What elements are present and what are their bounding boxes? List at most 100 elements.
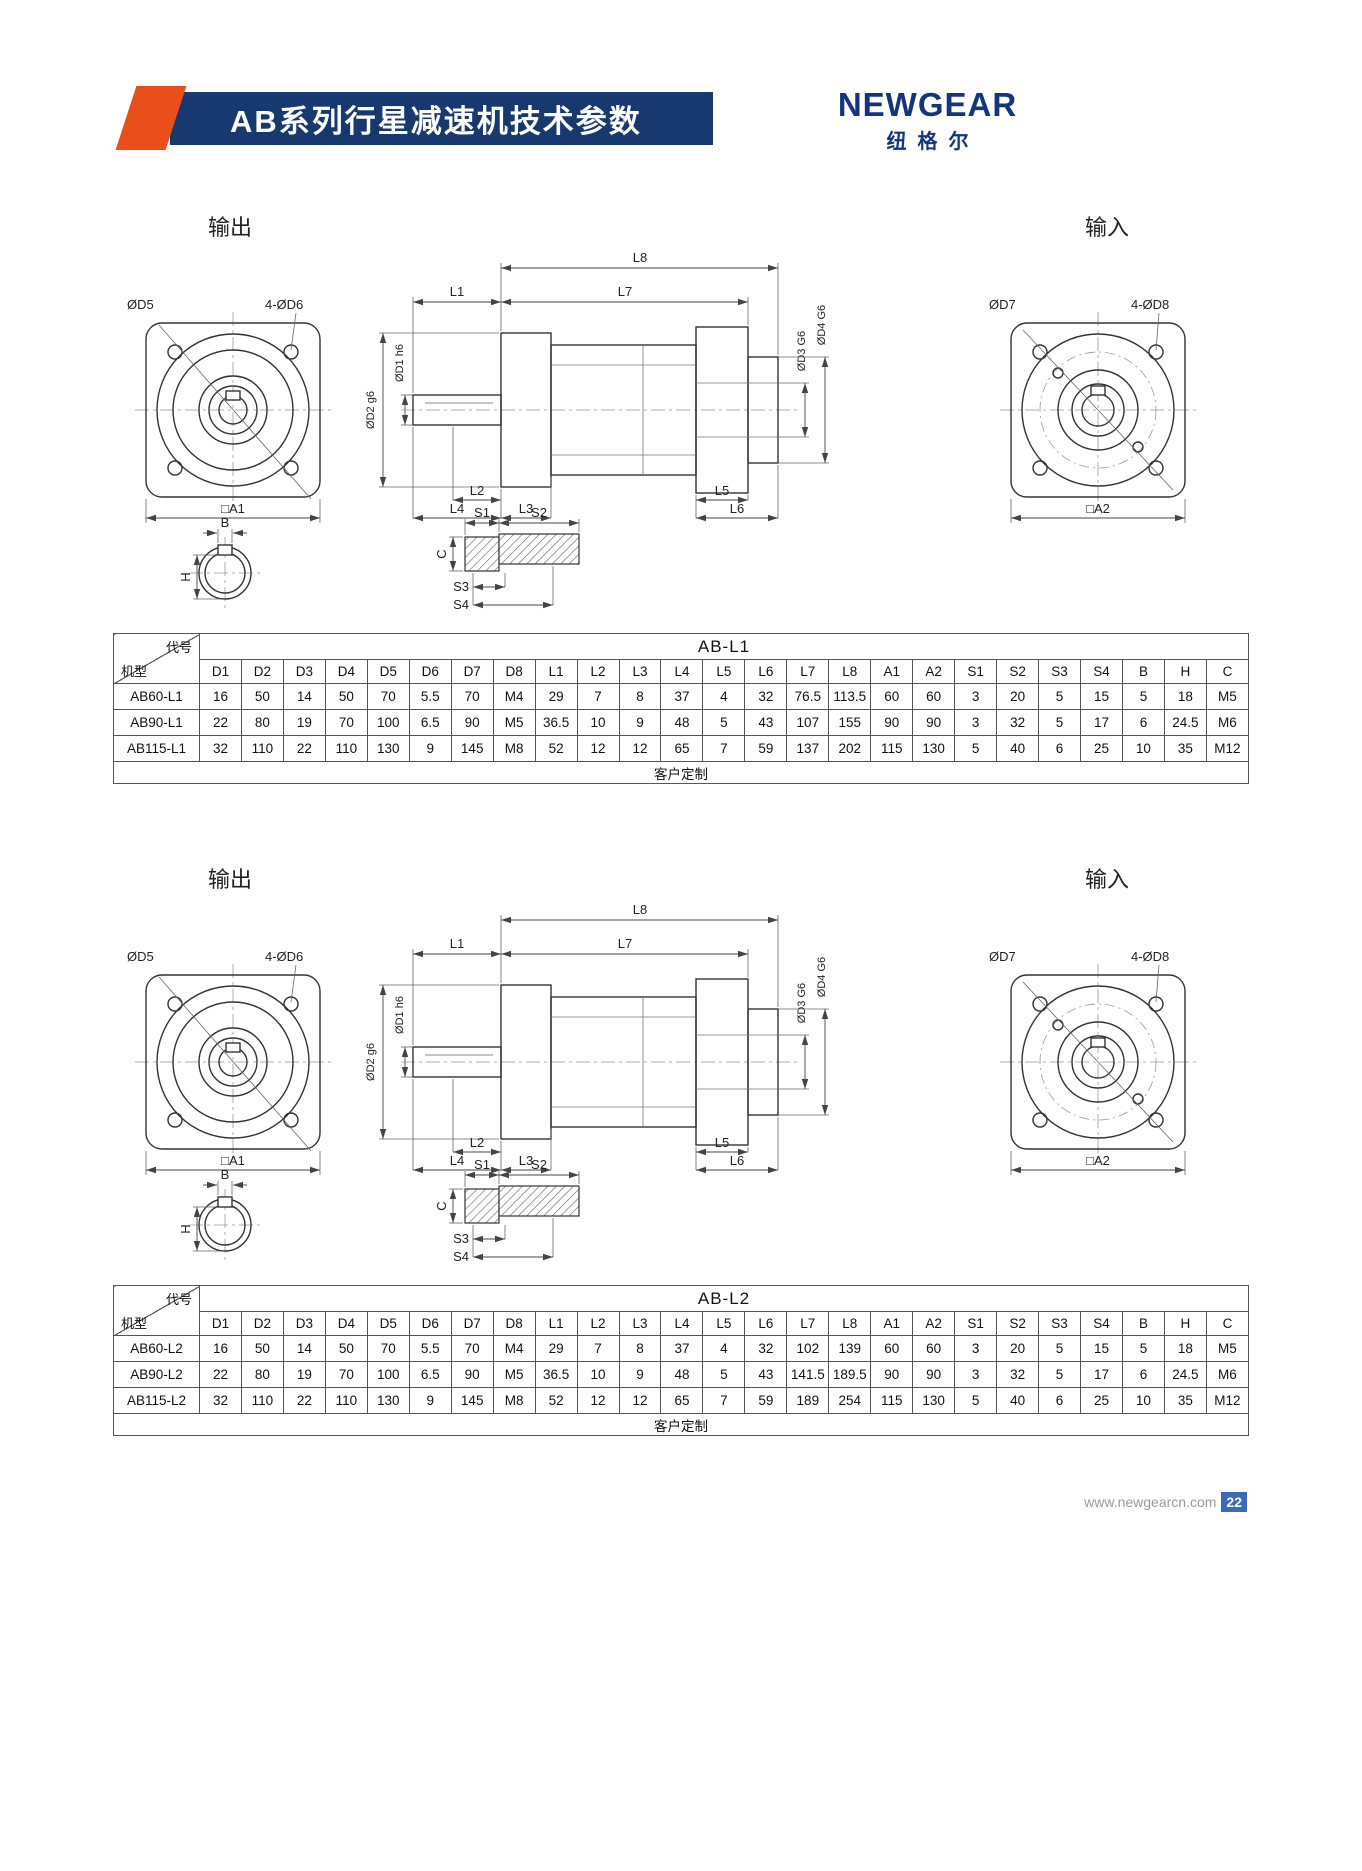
value-cell: M5 bbox=[1205, 683, 1250, 710]
value-cell: 189 bbox=[786, 1387, 830, 1414]
value-cell: 145 bbox=[450, 735, 494, 762]
dim-label-s4: S4 bbox=[453, 597, 469, 612]
value-cell: 110 bbox=[324, 1387, 368, 1414]
value-cell: 16 bbox=[199, 683, 242, 710]
value-cell: 155 bbox=[828, 709, 872, 736]
value-cell: 9 bbox=[408, 735, 452, 762]
website-link[interactable]: www.newgearcn.com bbox=[1084, 1494, 1217, 1510]
column-header: L8 bbox=[828, 659, 872, 684]
column-header: H bbox=[1163, 1311, 1207, 1336]
model-cell: AB60-L2 bbox=[113, 1335, 200, 1362]
value-cell: 6 bbox=[1121, 709, 1165, 736]
value-cell: 145 bbox=[450, 1387, 494, 1414]
value-cell: 110 bbox=[324, 735, 368, 762]
dim-label-s1: S1 bbox=[474, 1157, 490, 1172]
table-corner-cell: 代号机型 bbox=[113, 633, 200, 684]
column-header: D5 bbox=[366, 1311, 410, 1336]
value-cell: 5 bbox=[1038, 709, 1082, 736]
value-cell: 6 bbox=[1121, 1361, 1165, 1388]
column-header: L2 bbox=[576, 659, 620, 684]
column-header: A2 bbox=[912, 1311, 956, 1336]
dim-label-d6: 4-ØD6 bbox=[265, 297, 303, 312]
model-cell: AB115-L1 bbox=[113, 735, 200, 762]
technical-drawing-l2: 输出 输入 ØD5 4-ØD6 □A1 bbox=[113, 857, 1249, 1277]
dim-label-d2: ØD2 g6 bbox=[365, 391, 377, 429]
column-header: L4 bbox=[660, 659, 704, 684]
dim-label-s2: S2 bbox=[531, 505, 547, 520]
output-side-label: 输出 bbox=[208, 215, 252, 240]
value-cell: 60 bbox=[912, 1335, 956, 1362]
value-cell: 37 bbox=[660, 1335, 704, 1362]
page-footer: www.newgearcn.com 22 bbox=[1084, 1492, 1247, 1512]
value-cell: 17 bbox=[1080, 709, 1123, 736]
column-header: D8 bbox=[492, 1311, 536, 1336]
value-cell: 3 bbox=[954, 709, 998, 736]
dim-label-a2: □A2 bbox=[1086, 1153, 1110, 1168]
value-cell: 14 bbox=[282, 683, 326, 710]
value-cell: 43 bbox=[744, 709, 788, 736]
column-header: S2 bbox=[996, 659, 1040, 684]
value-cell: 70 bbox=[366, 1335, 410, 1362]
side-section-view: L8 L1 L7 ØD2 g6 ØD1 h6 ØD3 G6 ØD4 G6 L2 … bbox=[365, 250, 829, 522]
value-cell: 113.5 bbox=[828, 683, 872, 710]
dim-label-l6: L6 bbox=[730, 1153, 744, 1168]
value-cell: 5 bbox=[954, 735, 998, 762]
value-cell: 12 bbox=[576, 735, 620, 762]
column-header: L7 bbox=[786, 659, 830, 684]
value-cell: 100 bbox=[366, 1361, 410, 1388]
input-flange-view: ØD7 4-ØD8 □A2 bbox=[989, 949, 1196, 1175]
value-cell: 3 bbox=[954, 683, 998, 710]
column-header: B bbox=[1121, 659, 1165, 684]
key-detail-view: S1 S2 C S3 S4 bbox=[434, 1157, 580, 1264]
value-cell: 17 bbox=[1080, 1361, 1123, 1388]
value-cell: M6 bbox=[1205, 1361, 1250, 1388]
value-cell: 5 bbox=[1038, 1335, 1082, 1362]
value-cell: 8 bbox=[618, 683, 662, 710]
value-cell: 10 bbox=[1121, 1387, 1165, 1414]
value-cell: 115 bbox=[870, 735, 914, 762]
dim-label-l1: L1 bbox=[450, 936, 464, 951]
value-cell: 100 bbox=[366, 709, 410, 736]
value-cell: 5 bbox=[1121, 1335, 1165, 1362]
value-cell: 9 bbox=[618, 1361, 662, 1388]
dim-label-h: H bbox=[178, 572, 193, 581]
value-cell: 6.5 bbox=[408, 709, 452, 736]
dim-label-l7: L7 bbox=[618, 936, 632, 951]
dim-label-d6: 4-ØD6 bbox=[265, 949, 303, 964]
value-cell: 80 bbox=[240, 709, 284, 736]
value-cell: 32 bbox=[996, 1361, 1040, 1388]
value-cell: 189.5 bbox=[828, 1361, 872, 1388]
value-cell: 48 bbox=[660, 709, 704, 736]
dim-label-l2: L2 bbox=[470, 1135, 484, 1150]
value-cell: 36.5 bbox=[534, 1361, 578, 1388]
value-cell: 22 bbox=[282, 1387, 326, 1414]
dim-label-d3: ØD3 G6 bbox=[796, 331, 808, 371]
value-cell: 130 bbox=[912, 1387, 956, 1414]
column-header: L8 bbox=[828, 1311, 872, 1336]
logo-text-en: NEWGEAR bbox=[837, 86, 1018, 123]
value-cell: 15 bbox=[1080, 683, 1123, 710]
dim-label-d3: ØD3 G6 bbox=[796, 983, 808, 1023]
dim-label-d8: 4-ØD8 bbox=[1131, 949, 1169, 964]
section-ab-l2: 输出 输入 ØD5 4-ØD6 □A1 bbox=[113, 857, 1250, 1436]
column-header: L3 bbox=[618, 1311, 662, 1336]
value-cell: 90 bbox=[912, 709, 956, 736]
dim-label-l8: L8 bbox=[633, 902, 647, 917]
table-footer: 客户定制 bbox=[113, 761, 1249, 784]
corner-label-top: 代号 bbox=[165, 1292, 192, 1307]
dim-label-l8: L8 bbox=[633, 250, 647, 265]
value-cell: 4 bbox=[702, 1335, 746, 1362]
value-cell: 5.5 bbox=[408, 1335, 452, 1362]
value-cell: 43 bbox=[744, 1361, 788, 1388]
value-cell: 35 bbox=[1163, 1387, 1207, 1414]
dim-label-d2: ØD2 g6 bbox=[365, 1043, 377, 1081]
value-cell: 19 bbox=[282, 709, 326, 736]
value-cell: 137 bbox=[786, 735, 830, 762]
dim-label-h: H bbox=[178, 1224, 193, 1233]
table-footer: 客户定制 bbox=[113, 1413, 1249, 1436]
value-cell: 25 bbox=[1080, 1387, 1123, 1414]
value-cell: 35 bbox=[1163, 735, 1207, 762]
